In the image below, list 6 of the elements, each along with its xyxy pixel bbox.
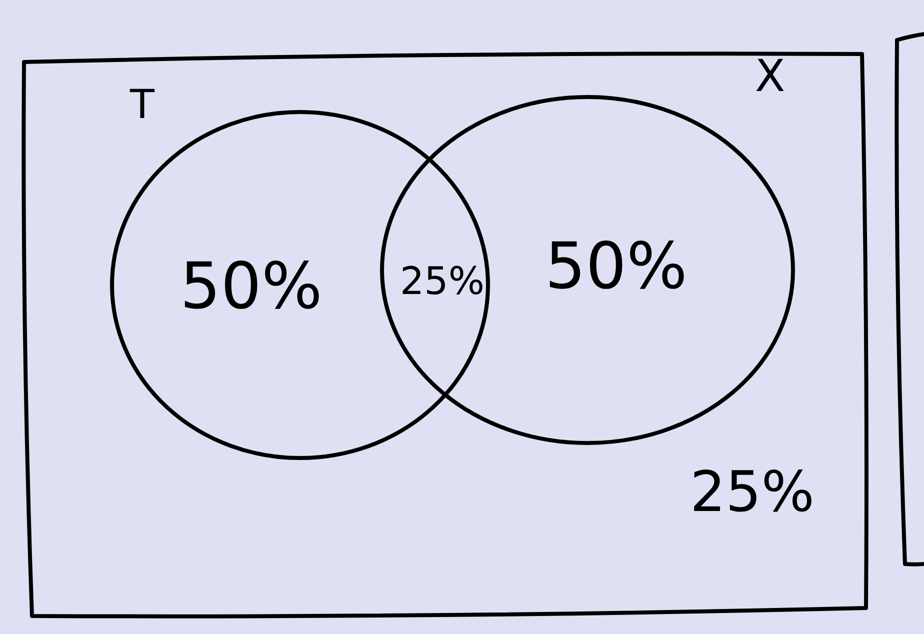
set-label: T [130,85,154,125]
percentage-label: 50% [545,235,688,299]
percentage-label: 25% [400,262,484,300]
set-label: X [755,55,786,99]
percentage-label: 50% [180,255,322,319]
percentage-label: 25% [690,465,814,521]
